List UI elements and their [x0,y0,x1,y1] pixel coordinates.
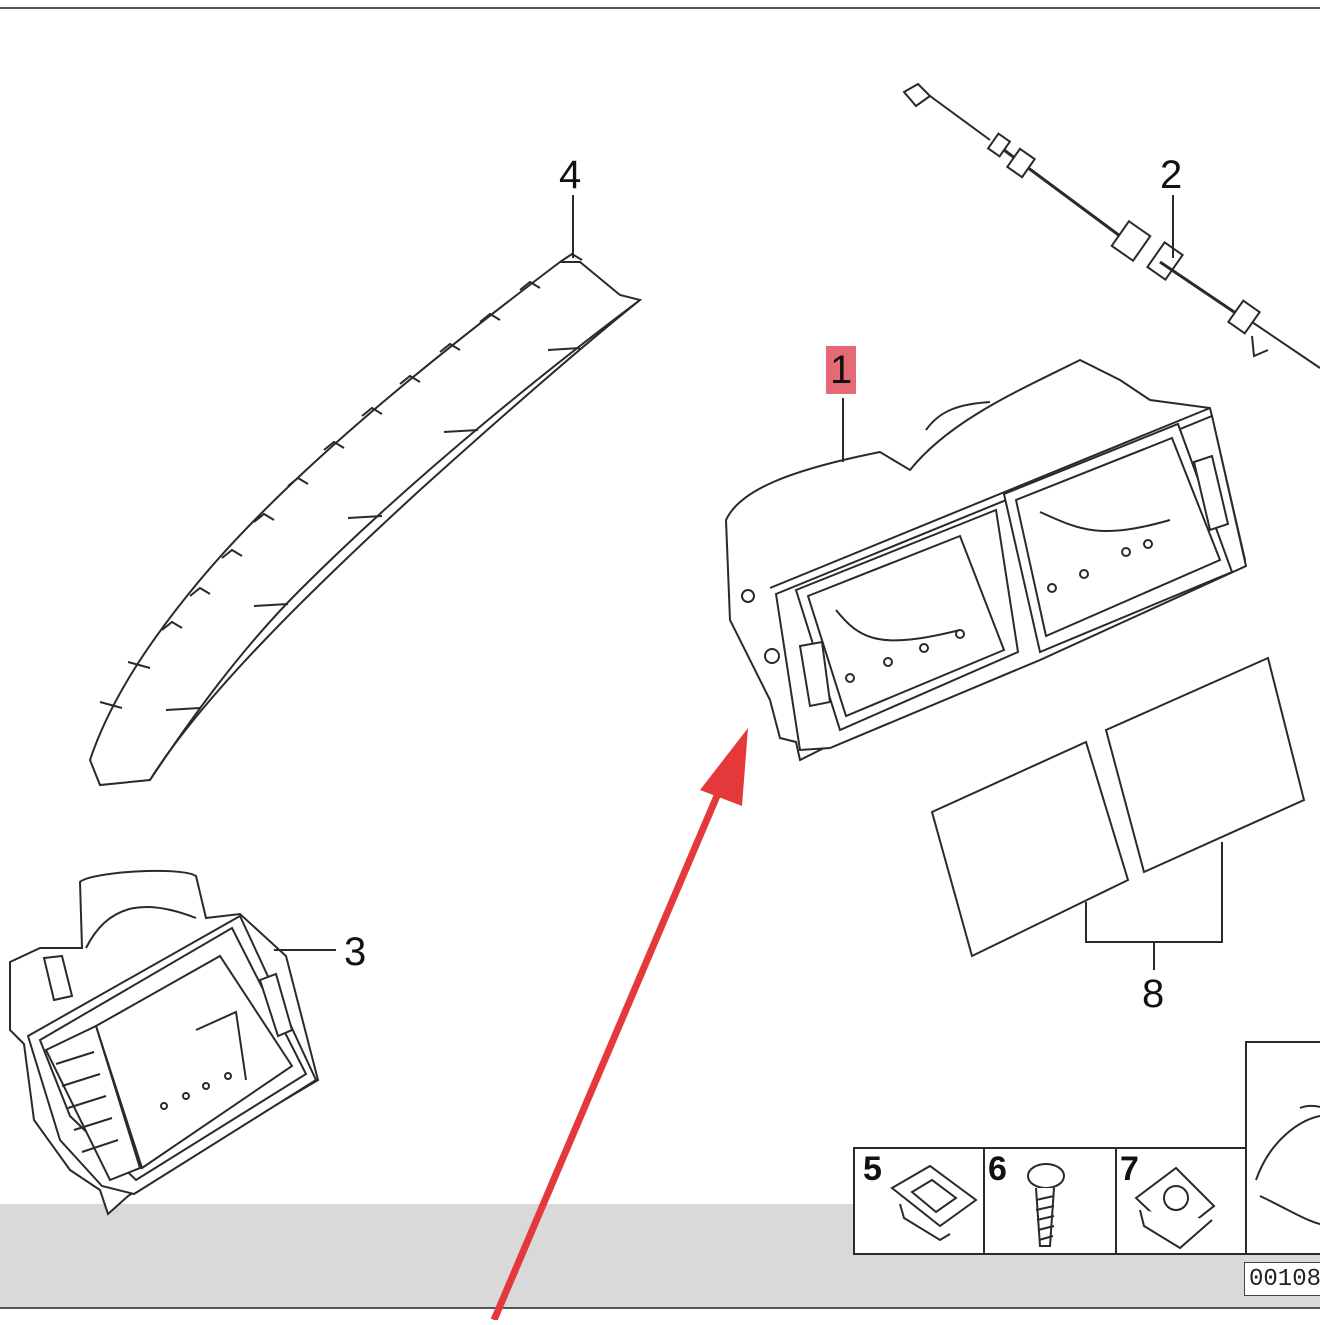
annotation-arrow-line [490,768,732,1322]
part-7-clip-nut [1134,1166,1216,1250]
callout-1: 1 [826,346,857,394]
callout-4: 4 [559,153,582,197]
small-part-6-label: 6 [988,1150,1007,1188]
part-8-filter-pads [930,656,1306,958]
part-1-vent-housing [724,358,1248,762]
figure-code: 00108 [1244,1262,1320,1296]
part-2-cable [902,82,1320,369]
partial-part-cell [1255,1104,1320,1226]
small-part-7-label: 7 [1120,1150,1139,1188]
small-part-5-label: 5 [863,1150,882,1188]
callout-1-highlight: 1 [826,346,857,394]
part-4-trim-strip [88,252,643,787]
callout-8: 8 [1142,972,1165,1016]
callout-3: 3 [344,930,367,974]
part-5-grommet [890,1164,978,1242]
part-6-screw [1027,1163,1065,1247]
part-3-side-vent [9,869,320,1216]
annotation-arrow-head [700,728,748,806]
callout-2: 2 [1160,153,1183,197]
